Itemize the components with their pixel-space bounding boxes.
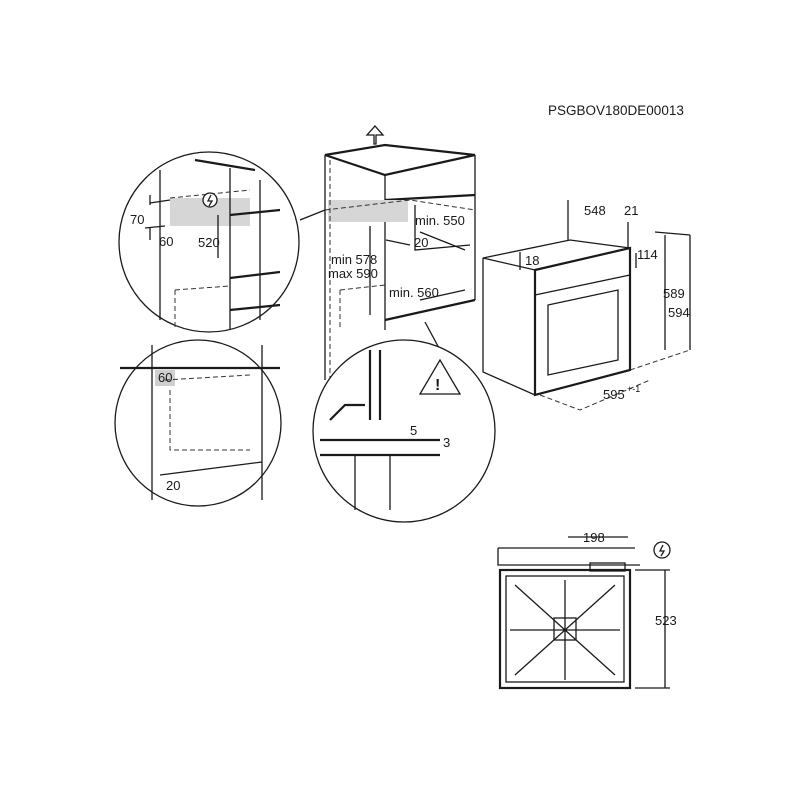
rear-view-drawing [497, 536, 671, 690]
oven-width-tolerance: +-1 [627, 384, 640, 394]
document-code: PSGBOV180DE00013 [548, 103, 684, 118]
warning-icon [418, 358, 462, 395]
left-20-label: 20 [166, 478, 180, 493]
electrical-connection-icon [202, 192, 218, 208]
detail-60-label: 60 [159, 234, 173, 249]
oven-depth-label: 548 [584, 203, 606, 218]
rear-523-label: 523 [655, 613, 677, 628]
oven-width-label: 595 [603, 387, 625, 402]
svg-text:!: ! [435, 377, 440, 394]
oven-height-589-label: 589 [663, 286, 685, 301]
support-5-label: 5 [410, 423, 417, 438]
left-60-label: 60 [158, 370, 172, 385]
min-height-label: min 578 [331, 252, 377, 267]
oven-height-594-label: 594 [668, 305, 690, 320]
gap-label: 20 [414, 235, 428, 250]
oven-top-label: 18 [525, 253, 539, 268]
electrical-connection-icon [653, 541, 671, 559]
support-3-label: 3 [443, 435, 450, 450]
rear-198-label: 198 [583, 530, 605, 545]
oven-front-label: 21 [624, 203, 638, 218]
detail-520-label: 520 [198, 235, 220, 250]
detail-circle-left [114, 339, 282, 507]
detail-circle-support: ! [312, 339, 496, 523]
oven-panel-label: 114 [637, 247, 658, 262]
oven-drawing [482, 200, 691, 411]
min-width-label: min. 560 [389, 285, 439, 300]
max-height-label: max 590 [328, 266, 378, 281]
detail-70-label: 70 [130, 212, 144, 227]
detail-circle-top [118, 151, 326, 333]
min-depth-label: min. 550 [415, 213, 465, 228]
up-arrow-icon [365, 125, 385, 145]
